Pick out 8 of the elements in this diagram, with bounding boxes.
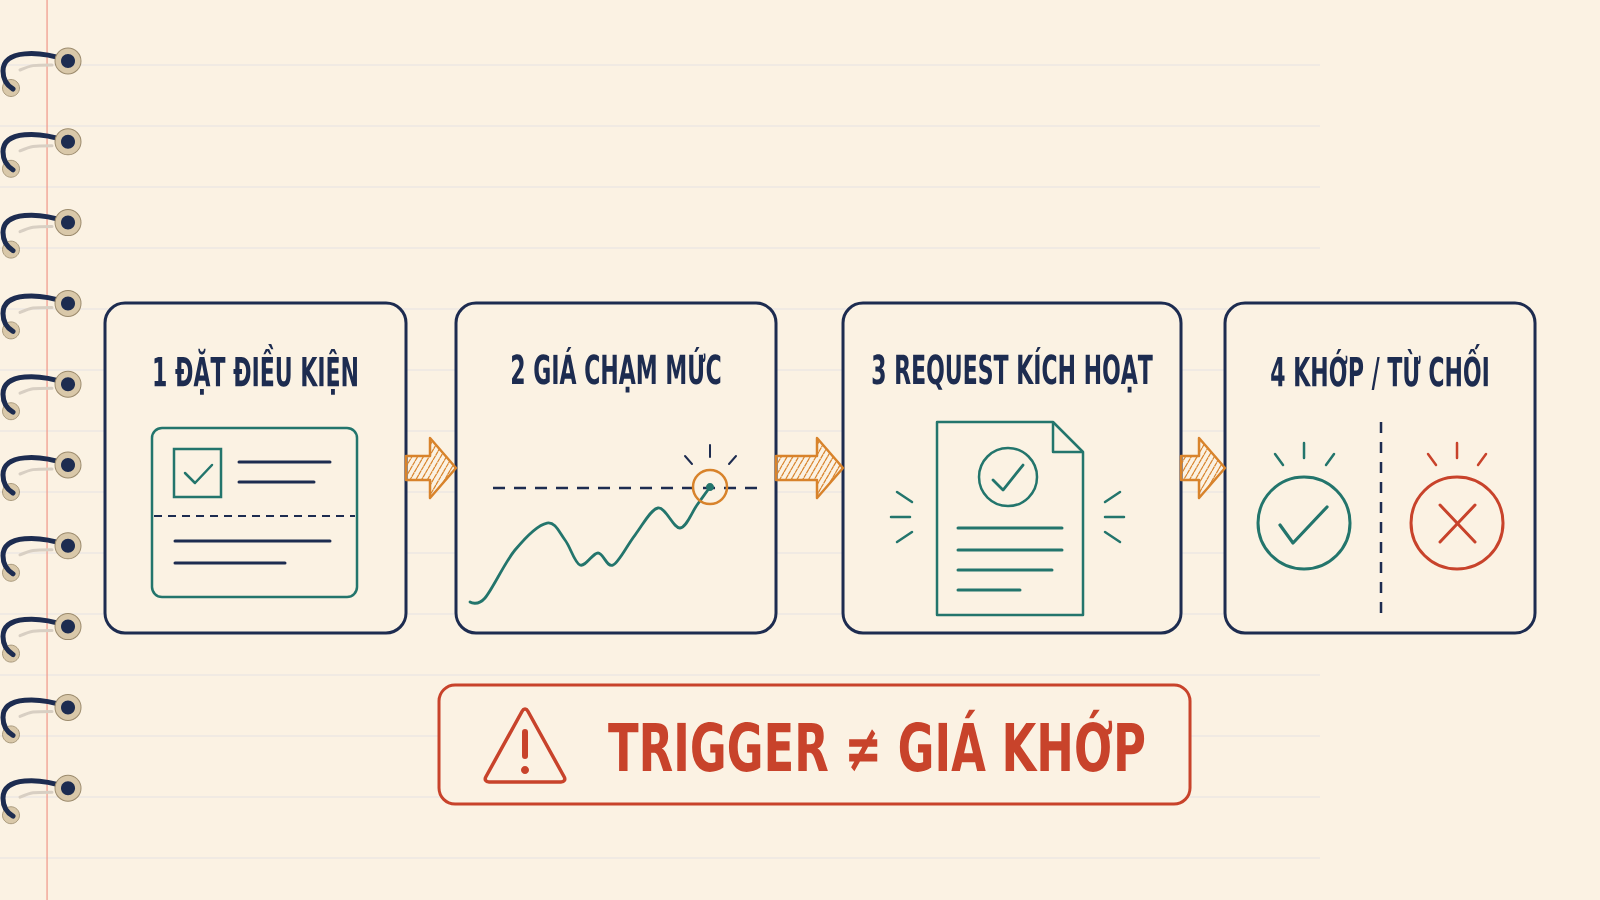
step-box: 2 GIÁ CHẠM MỨC bbox=[454, 301, 778, 635]
arrow bbox=[774, 436, 845, 500]
step-box: 4 KHỚP / TỪ CHỐI bbox=[1223, 301, 1537, 635]
arrow bbox=[1179, 436, 1227, 500]
arrow bbox=[404, 436, 458, 500]
step-box: 1 ĐẶT ĐIỀU KIỆN bbox=[103, 301, 408, 635]
step-box: 3 REQUEST KÍCH HOẠT bbox=[841, 301, 1183, 635]
warning-box: TRIGGER ≠ GIÁ KHỚP bbox=[437, 683, 1192, 806]
